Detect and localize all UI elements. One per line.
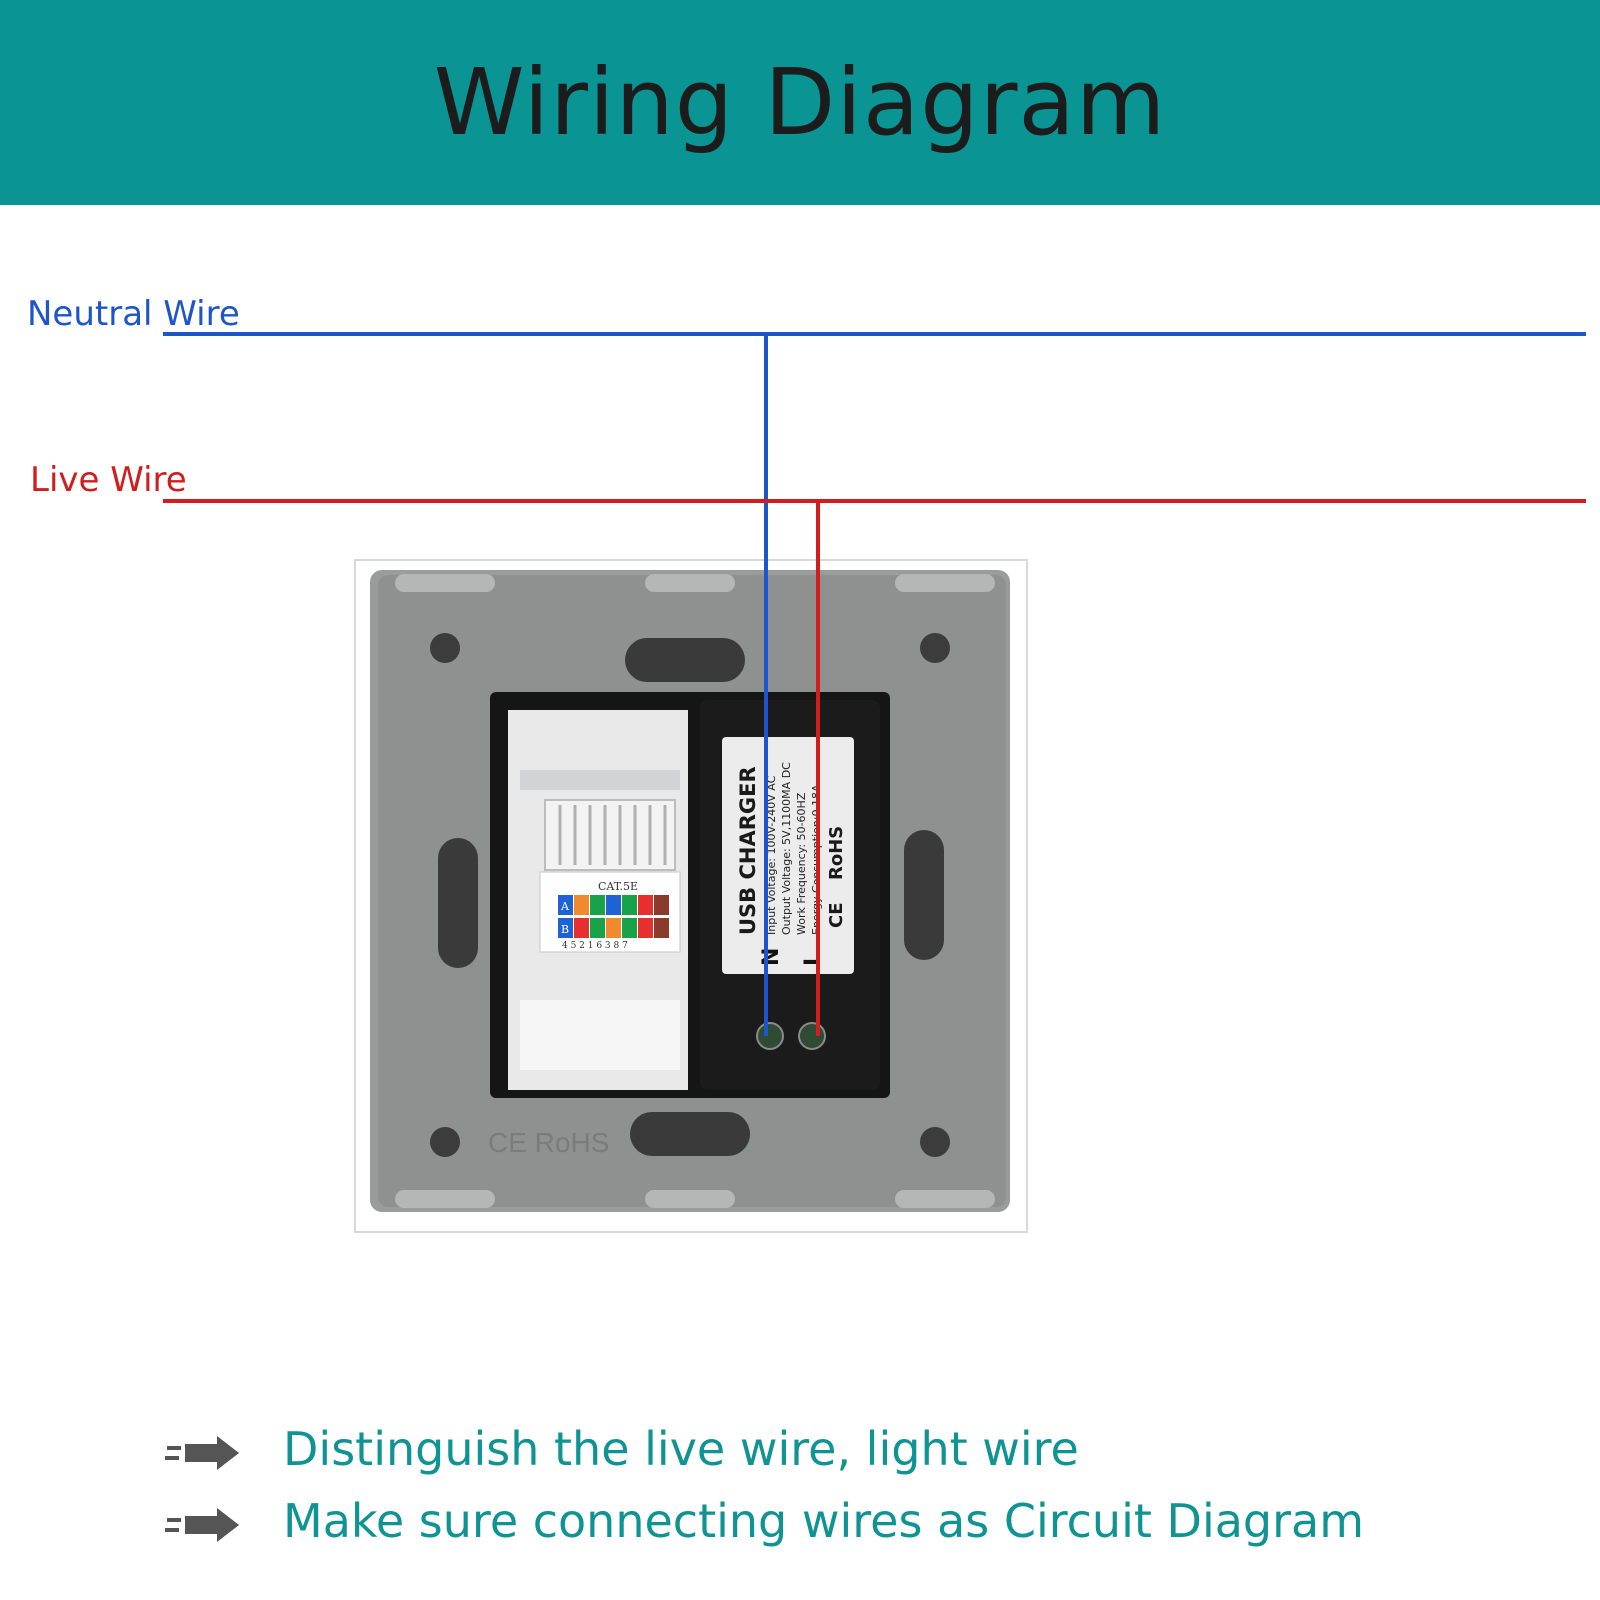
cat5e-keystone-jack: CAT.5E A B 4 5 2 1 6 3 8 7 (508, 710, 688, 1090)
terminal-l-label: L (801, 952, 826, 966)
header-bar (0, 0, 1600, 205)
cat-label: CAT.5E (598, 880, 638, 893)
double-arrow-icon (165, 1436, 239, 1470)
note-text: Make sure connecting wires as Circuit Di… (283, 1494, 1365, 1548)
usb-charger-module: USB CHARGER Input Voltage: 100V-240V AC … (700, 700, 880, 1090)
double-arrow-icon (165, 1508, 239, 1542)
page-title: Wiring Diagram (433, 49, 1167, 156)
cat-pin-numbers: 4 5 2 1 6 3 8 7 (562, 941, 628, 951)
rohs-mark: RoHS (826, 826, 847, 880)
live-wire-label: Live Wire (30, 460, 187, 500)
module-title: USB CHARGER (736, 766, 760, 935)
terminal-screw-n (756, 1022, 784, 1050)
mounting-hole (920, 1127, 950, 1157)
cat-row-b: B (561, 923, 569, 936)
mounting-hole (430, 1127, 460, 1157)
terminal-n-label: N (759, 948, 784, 966)
note-item: Distinguish the live wire, light wire (163, 1422, 1563, 1482)
note-item: Make sure connecting wires as Circuit Di… (163, 1494, 1563, 1554)
neutral-wire (163, 332, 1586, 1036)
terminal-screw-l (798, 1022, 826, 1050)
module-frame: CAT.5E A B 4 5 2 1 6 3 8 7 (490, 692, 890, 1098)
neutral-wire-label: Neutral Wire (27, 294, 240, 334)
spec-frequency: Work Frequency: 50-60HZ (795, 792, 808, 935)
ce-mark: CE (826, 902, 847, 928)
spec-input-voltage: Input Voltage: 100V-240V AC (765, 775, 778, 935)
plate-mark: CE RoHS (488, 1127, 609, 1158)
mounting-hole (430, 633, 460, 663)
live-wire (163, 499, 1586, 1036)
note-text: Distinguish the live wire, light wire (283, 1422, 1079, 1476)
cat-row-a: A (560, 900, 570, 913)
mounting-hole (920, 633, 950, 663)
spec-output-voltage: Output Voltage: 5V,1100MA DC (780, 762, 793, 935)
